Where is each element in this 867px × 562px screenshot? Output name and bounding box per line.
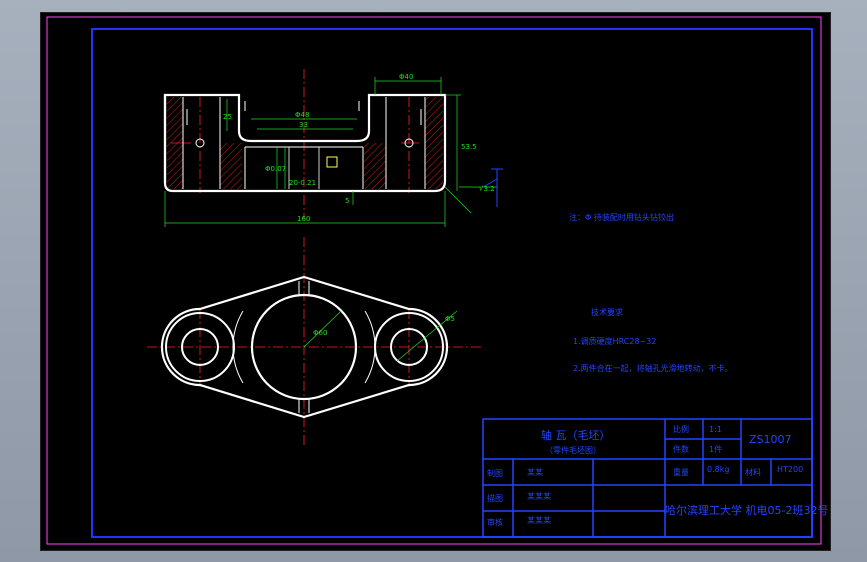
dim-total-width: 160 (297, 215, 310, 223)
tech-req-item-2: 2.两件合在一起，将轴孔光滑地转动，不卡。 (573, 363, 733, 373)
dim-left-top: 25 (223, 113, 232, 121)
dim-r-small: Φ5 (445, 315, 455, 323)
tech-req-item-1: 1.调质硬度HRC28~32 (573, 336, 656, 346)
dim-small-1: Φ0.07 (265, 165, 286, 173)
front-section-view (163, 69, 447, 219)
dim-r-big: Φ60 (313, 329, 327, 337)
title-block (482, 418, 813, 538)
dim-top-width: Φ40 (399, 73, 413, 81)
tb-row3-label: 审核 (487, 517, 503, 527)
dim-inner-mid: 33 (299, 121, 308, 129)
cad-drawing-canvas[interactable]: Φ40 Φ48 33 25 53.5 160 Φ0.07 20-0.21 5 √… (41, 13, 830, 550)
tb-row1-value: 某某 (527, 468, 543, 477)
tb-weight-value: 0.8kg (707, 465, 729, 474)
top-plan-view (147, 237, 481, 447)
tb-count-value: 1件 (709, 444, 722, 454)
tb-row1-label: 制图 (487, 468, 503, 478)
dim-height-right: 53.5 (461, 143, 477, 151)
drawing-viewport[interactable]: Φ40 Φ48 33 25 53.5 160 Φ0.07 20-0.21 5 √… (40, 12, 831, 551)
tb-scale-value: 1:1 (709, 425, 722, 434)
main-note: 注：Φ 待装配时用钻头钻铰出 (569, 212, 674, 222)
tb-row3-value: 某某某 (527, 516, 551, 525)
tb-part-sub: （零件毛坯图） (545, 445, 601, 455)
tb-scale-label: 比例 (673, 424, 689, 434)
tech-req-title: 技术要求 (591, 307, 623, 317)
dim-inner-top: Φ48 (295, 111, 309, 119)
tb-school: 哈尔滨理工大学 机电05-2班32号 (665, 503, 828, 517)
tb-material-label: 材料 (745, 467, 761, 477)
tb-count-label: 件数 (673, 444, 689, 454)
surface-mark-text: √3.2 (479, 185, 495, 193)
tb-drawing-no: ZS1007 (749, 433, 792, 446)
inner-frame (91, 28, 813, 538)
outer-frame (46, 16, 822, 545)
dimension-lines (164, 77, 497, 227)
tb-row2-value: 某某某 (527, 492, 551, 501)
tb-weight-label: 重量 (673, 467, 689, 477)
tb-row2-label: 描图 (487, 493, 503, 503)
dim-small-3: 5 (345, 197, 349, 205)
surface-finish-symbol (482, 168, 503, 207)
dim-small-2: 20-0.21 (289, 179, 316, 187)
tb-part-name: 轴 瓦（毛坯） (541, 428, 611, 442)
tb-material-value: HT200 (777, 465, 803, 474)
